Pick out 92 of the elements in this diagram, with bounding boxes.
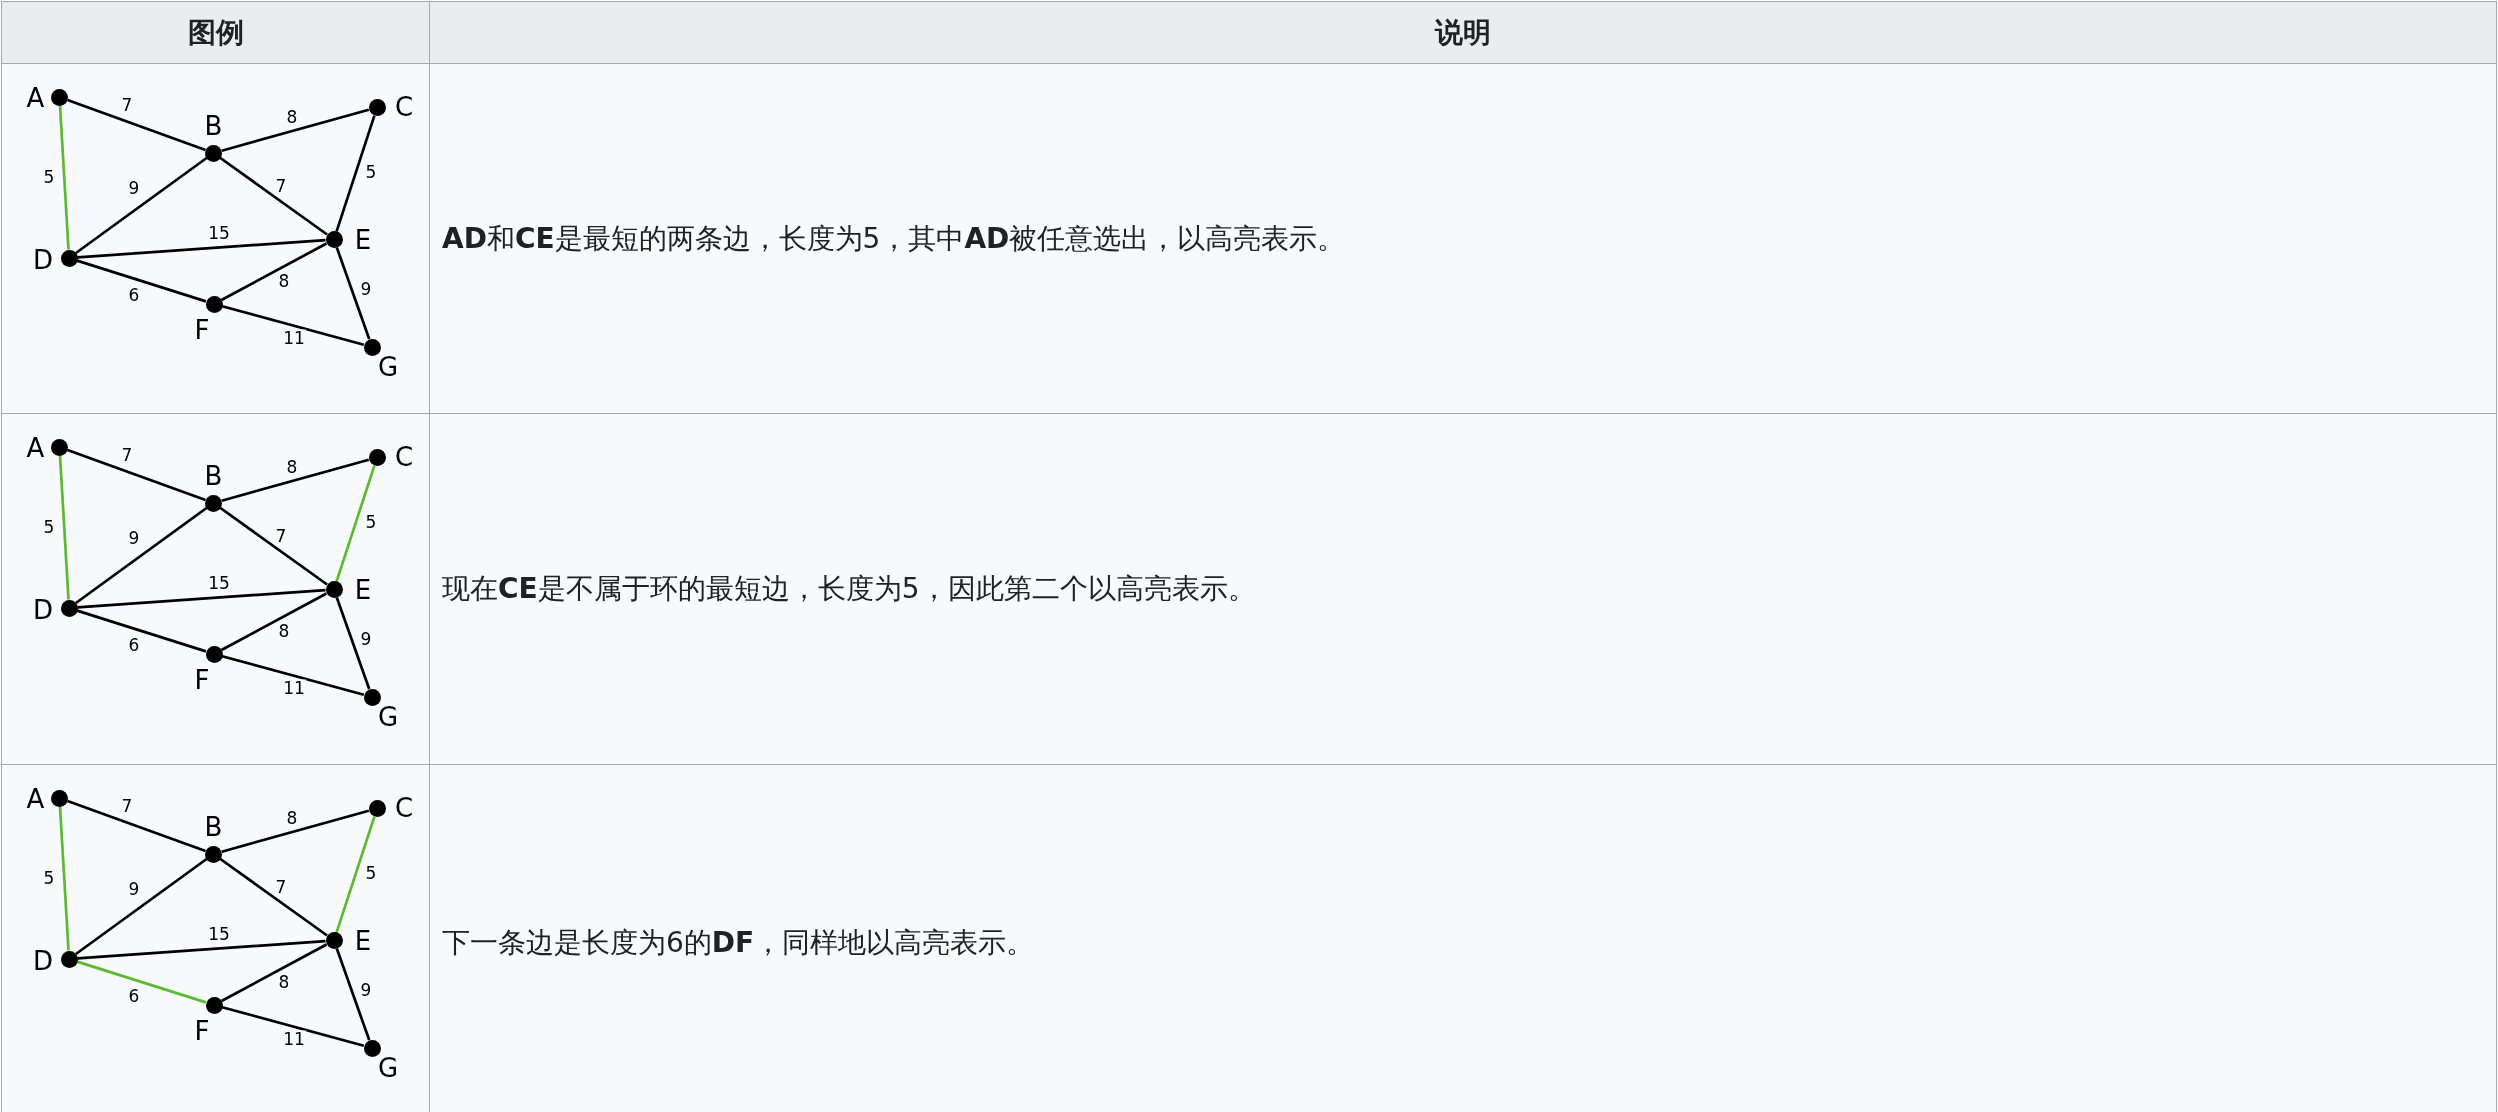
vertex-label: A [26, 786, 45, 812]
edge-weight-label: 5 [364, 864, 378, 881]
graph-edge [221, 108, 370, 152]
edge-weight-label: 9 [359, 630, 373, 648]
vertex-label: E [354, 927, 372, 954]
edge-weight-label: 9 [127, 880, 141, 898]
vertex-label: A [26, 85, 45, 111]
vertex-label: F [194, 317, 210, 343]
edge-weight-label: 6 [127, 987, 141, 1005]
graph-edge [335, 247, 371, 340]
graph-edge [335, 465, 376, 582]
graph-edge [221, 654, 365, 697]
edge-weight-label: 7 [120, 797, 134, 815]
vertex-label: D [33, 597, 53, 623]
edge-weight-label: 8 [285, 809, 299, 826]
edge-weight-label: 9 [127, 179, 141, 197]
graph-edge [221, 809, 370, 853]
vertex-label: E [354, 576, 372, 603]
graph-edge [219, 156, 328, 236]
graph-edge [67, 98, 206, 152]
graph-edge [67, 448, 206, 502]
graph-edge [76, 960, 207, 1004]
column-header: 说明 [1435, 14, 1491, 51]
graph-edge [335, 816, 376, 933]
graph-edge [75, 506, 208, 605]
edge-weight-label: 5 [42, 518, 56, 536]
graph-edge [335, 115, 376, 232]
edge-weight-label: 15 [207, 925, 231, 943]
graph-edge [219, 506, 328, 586]
edge-weight-label: 6 [127, 286, 141, 304]
graph-edge [76, 609, 207, 653]
edge-weight-label: 15 [207, 574, 231, 592]
graph-edge [58, 455, 70, 600]
graph-edge [221, 1005, 365, 1048]
vertex-label: F [194, 1018, 210, 1044]
vertex-label: B [204, 814, 223, 840]
edge-weight-label: 7 [274, 527, 288, 545]
vertex-label: D [33, 948, 53, 974]
edge-weight-label: 9 [359, 981, 373, 999]
graph-edge [335, 597, 371, 690]
edge-weight-label: 6 [127, 636, 141, 654]
edge-weight-label: 11 [282, 329, 306, 347]
graph-edge [76, 259, 207, 303]
graph-edge [75, 156, 208, 255]
graph-edge [220, 242, 328, 302]
column-header: 图例 [187, 14, 244, 51]
edge-weight-label: 15 [207, 224, 231, 242]
graph-edge [75, 857, 208, 956]
vertex-label: C [394, 794, 414, 821]
edge-weight-label: 7 [120, 96, 134, 114]
graph-edge [77, 588, 326, 609]
edge-weight-label: 8 [285, 458, 299, 475]
edge-weight-label: 7 [274, 878, 288, 896]
edge-weight-label: 7 [120, 446, 134, 464]
vertex-label: B [204, 463, 223, 489]
vertex-label: A [26, 435, 45, 461]
graph-edge [220, 592, 328, 652]
description-text: AD和CE是最短的两条边，长度为5，其中AD被任意选出，以高亮表示。 [442, 220, 1346, 257]
graph-edge [220, 943, 328, 1003]
description-text: 下一条边是长度为6的DF，同样地以高亮表示。 [442, 925, 1035, 961]
vertex-label: E [354, 226, 372, 253]
edge-weight-label: 5 [42, 168, 56, 186]
vertex-label: G [377, 704, 399, 730]
vertex-label: G [377, 354, 399, 380]
graph-edge [219, 857, 328, 937]
edge-weight-label: 9 [359, 280, 373, 298]
edge-weight-label: 5 [364, 513, 378, 530]
graph-edge [58, 806, 70, 951]
graph-edge [221, 458, 370, 502]
edge-weight-label: 5 [364, 163, 378, 180]
edge-weight-label: 5 [42, 869, 56, 887]
edge-weight-label: 11 [282, 679, 306, 697]
vertex-label: D [33, 247, 53, 273]
graph-edge [221, 304, 365, 347]
edge-weight-label: 9 [127, 529, 141, 547]
edge-weight-label: 8 [277, 622, 291, 640]
description-text: 现在CE是不属于环的最短边，长度为5，因此第二个以高亮表示。 [442, 571, 1256, 607]
graph-edge [335, 948, 371, 1041]
graph-edge [77, 238, 326, 259]
graph-edge [77, 939, 326, 960]
vertex-label: C [394, 93, 414, 120]
graph-edge [58, 105, 70, 250]
edge-weight-label: 7 [274, 177, 288, 195]
edge-weight-label: 8 [277, 272, 291, 290]
vertex-label: C [394, 443, 414, 470]
graph-edge [67, 799, 206, 853]
edge-weight-label: 11 [282, 1030, 306, 1048]
edge-weight-label: 8 [277, 973, 291, 991]
vertex-label: B [204, 113, 223, 139]
vertex-label: G [377, 1055, 399, 1081]
vertex-label: F [194, 667, 210, 693]
edge-weight-label: 8 [285, 108, 299, 125]
